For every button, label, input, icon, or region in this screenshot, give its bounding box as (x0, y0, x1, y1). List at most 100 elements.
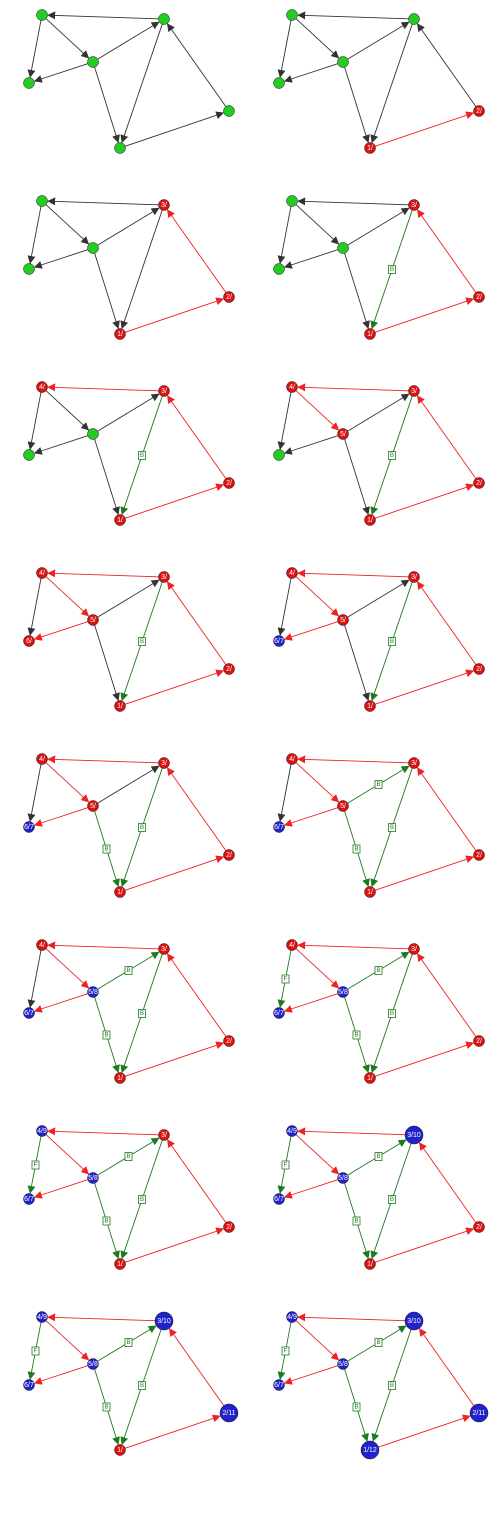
node-f (473, 663, 485, 675)
step-panel-2: 1/2/ (273, 9, 485, 154)
edge-ef (375, 1227, 475, 1263)
node-label-f: 2/ (226, 1224, 232, 1231)
edge-ef (375, 855, 475, 891)
edge-fa (417, 395, 477, 479)
edge-label-ae: B (390, 453, 394, 459)
node-label-f: 2/ (476, 108, 482, 115)
edge-bc (27, 392, 42, 450)
edge-label-da: B (126, 1154, 130, 1160)
edge-ab (47, 383, 159, 392)
edge-label-bc: F (34, 1348, 38, 1354)
node-d (337, 614, 349, 626)
step-panel-5: B3/4/1/2/ (23, 381, 235, 526)
edge-label-box-de (352, 1030, 361, 1040)
node-label-a: 3/10 (407, 1318, 421, 1325)
node-label-a: 3/ (161, 202, 167, 209)
edge-ef (378, 1414, 471, 1448)
node-d (87, 986, 99, 998)
edge-bc (27, 578, 42, 636)
node-f (223, 849, 235, 861)
node-label-b: 4/ (39, 384, 45, 391)
node-label-d: 5/ (340, 617, 346, 624)
node-label-c: 6/7 (24, 1196, 34, 1203)
node-label-d: 5/8 (338, 1175, 348, 1182)
edge-label-de: B (104, 1218, 108, 1224)
edge-ef (125, 483, 225, 519)
node-a (408, 757, 420, 769)
node-label-b: 4/ (289, 384, 295, 391)
node-label-c: 6/7 (24, 1010, 34, 1017)
node-b (286, 939, 298, 951)
node-label-a: 3/ (411, 574, 417, 581)
step-panel-1 (23, 9, 235, 154)
node-label-c: 6/7 (274, 824, 284, 831)
edge-dc (283, 993, 338, 1013)
node-label-c: 6/ (26, 638, 32, 645)
node-label-a: 3/ (161, 1132, 167, 1139)
node-label-a: 3/ (161, 388, 167, 395)
edge-da (97, 765, 160, 804)
edge-bc (277, 764, 292, 822)
node-label-d: 5/ (90, 803, 96, 810)
node-c (23, 635, 35, 647)
edge-dc (283, 63, 338, 83)
node-label-e: 1/ (367, 703, 373, 710)
edge-ab (297, 1127, 406, 1136)
edge-label-box-bc (31, 1346, 40, 1356)
node-label-c: 6/7 (24, 824, 34, 831)
edge-dc (283, 435, 338, 455)
node-label-e: 1/ (367, 1075, 373, 1082)
edge-da (97, 393, 160, 432)
node-label-a: 3/ (411, 388, 417, 395)
node-b (36, 939, 48, 951)
node-e (114, 1258, 126, 1270)
edge-label-box-da (374, 966, 383, 975)
edge-label-ae: B (140, 825, 144, 831)
edge-label-da: B (376, 782, 380, 788)
edge-da (347, 393, 410, 432)
node-a (158, 571, 170, 583)
edge-dc (283, 1365, 338, 1385)
edge-label-de: B (354, 1032, 358, 1038)
node-label-d: 5/8 (88, 1361, 98, 1368)
edge-da (97, 207, 160, 246)
edge-label-box-de (102, 1216, 111, 1226)
edge-label-box-bc (31, 1160, 40, 1170)
edge-bd (295, 1134, 340, 1175)
node-label-f: 2/ (476, 1038, 482, 1045)
edge-ab (297, 197, 409, 206)
node-a (158, 385, 170, 397)
edge-bd (295, 204, 340, 245)
edge-ab (47, 1313, 156, 1322)
node-c (23, 1379, 35, 1391)
node-f (473, 105, 485, 117)
edge-label-ae: B (140, 453, 144, 459)
edge-bc (27, 764, 42, 822)
node-a (404, 1125, 424, 1145)
edge-bd (45, 762, 90, 803)
node-c (23, 1193, 35, 1205)
node-c (273, 449, 285, 461)
node-label-e: 1/ (367, 889, 373, 896)
edge-ef (125, 669, 225, 705)
edge-fa (419, 1328, 475, 1406)
node-a (158, 1129, 170, 1141)
edge-label-box-da (124, 1152, 133, 1161)
edge-ef (375, 297, 475, 333)
node-b (286, 1311, 298, 1323)
edge-de (94, 439, 120, 516)
node-e (364, 1072, 376, 1084)
node-label-b: 4/9 (287, 1128, 297, 1135)
edge-bd (45, 948, 90, 989)
edge-label-box-bc (281, 974, 290, 984)
edge-label-box-da (124, 1338, 133, 1347)
edge-da (347, 207, 410, 246)
node-d (337, 986, 349, 998)
edge-label-bc: F (284, 1348, 288, 1354)
node-b (286, 753, 298, 765)
step-panel-3: 3/1/2/ (23, 195, 235, 340)
node-label-f: 2/ (476, 666, 482, 673)
node-label-b: 4/ (289, 942, 295, 949)
node-c (273, 635, 285, 647)
